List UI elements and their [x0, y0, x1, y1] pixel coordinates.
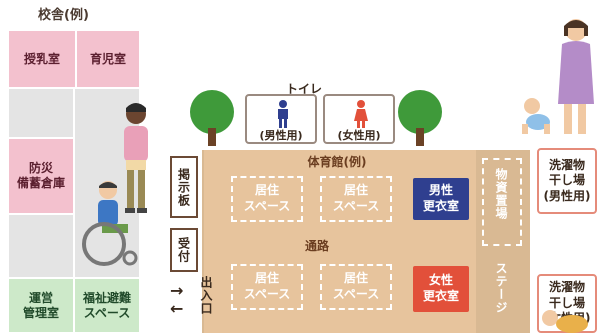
male-toilet-label: (男性用) [259, 129, 303, 142]
school-title: 校舎(例) [38, 8, 89, 23]
supply-storage-label: 物資置場 [494, 168, 508, 220]
childcare-room: 育児室 [76, 30, 140, 88]
male-changing-room: 男性 更衣室 [413, 178, 469, 220]
living-space-4: 居住 スペース [320, 264, 392, 310]
female-person-icon [354, 100, 368, 128]
entrance-label: 出入口 [199, 276, 213, 315]
reception-label: 受付 [176, 237, 191, 263]
welfare-space: 福祉避難 スペース [74, 278, 140, 333]
standing-person-illustration [124, 103, 148, 213]
bulletin-board: 掲示板 [170, 156, 198, 218]
bulletin-board-label: 掲示板 [176, 167, 191, 207]
stage-label: ステージ [494, 262, 508, 314]
entrance-arrows-icon: →← [170, 281, 184, 318]
living-space-3: 居住 スペース [231, 264, 303, 310]
female-toilet: (女性用) [323, 94, 395, 144]
female-changing-room: 女性 更衣室 [413, 266, 469, 312]
disaster-storage-room: 防災 備蓄倉庫 [8, 138, 74, 214]
reception-desk: 受付 [170, 228, 198, 272]
corridor-label: 通路 [304, 239, 329, 253]
living-space-1: 居住 スペース [231, 176, 303, 222]
tree-icon-right [398, 90, 442, 146]
female-toilet-label: (女性用) [337, 129, 381, 142]
empty-room-1 [8, 88, 74, 138]
toilet-title: トイレ [286, 82, 323, 96]
nursing-room: 授乳室 [8, 30, 76, 88]
management-room: 運営 管理室 [8, 278, 74, 333]
mother-baby-illustration [522, 19, 594, 134]
laundry-area-male: 洗濯物 干し場 (男性用) [537, 148, 597, 214]
gym-title: 体育館(例) [307, 155, 367, 169]
empty-room-2 [8, 214, 74, 278]
supply-storage [482, 158, 522, 246]
tree-icon-left [190, 90, 234, 146]
male-person-icon [278, 100, 288, 128]
male-toilet: (男性用) [245, 94, 317, 144]
crawling-child-illustration [542, 310, 588, 333]
wheelchair-person-illustration [82, 181, 138, 266]
living-space-2: 居住 スペース [320, 176, 392, 222]
